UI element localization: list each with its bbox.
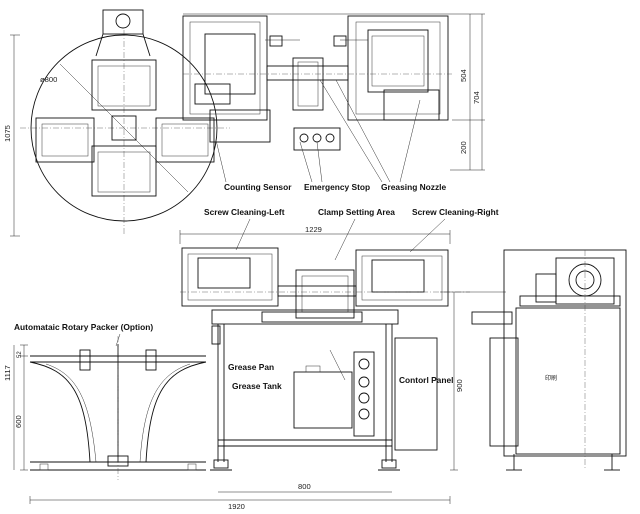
dim-1117: 1117: [3, 365, 12, 381]
dim-1229: 1229: [305, 225, 322, 234]
label-control-panel: Contorl Panel: [399, 375, 453, 385]
station-plan-view: 504 704 200: [182, 13, 485, 183]
dim-600: 600: [14, 415, 23, 428]
dim-52: 52: [17, 351, 23, 358]
label-grease-tank: Grease Tank: [232, 381, 282, 391]
dim-900: 900: [455, 379, 464, 392]
label-emergency-stop: Emergency Stop: [304, 182, 370, 192]
label-counting-sensor: Counting Sensor: [224, 182, 292, 192]
label-grease-pan: Grease Pan: [228, 362, 274, 372]
dim-704: 704: [472, 91, 481, 104]
label-screw-cleaning-right: Screw Cleaning-Right: [412, 207, 499, 217]
side-elevation: 印刷: [471, 249, 627, 471]
dim-diameter: ø800: [40, 75, 57, 84]
dim-1920: 1920: [228, 502, 245, 511]
label-rotary-packer: Automataic Rotary Packer (Option): [14, 322, 153, 332]
label-clamp-setting-area: Clamp Setting Area: [318, 207, 395, 217]
label-screw-cleaning-left: Screw Cleaning-Left: [204, 207, 285, 217]
dim-504: 504: [459, 69, 468, 82]
side-view-marking: 印刷: [545, 374, 557, 382]
dim-1075: 1075: [3, 125, 12, 142]
label-greasing-nozzle: Greasing Nozzle: [381, 182, 446, 192]
rotary-packer-elevation: 1117 52 600 1920: [3, 333, 451, 511]
front-elevation: 1229: [179, 218, 506, 493]
dim-800: 800: [298, 482, 311, 491]
dim-200: 200: [459, 141, 468, 154]
rotary-table-plan-view: 1075 ø800: [3, 9, 230, 237]
